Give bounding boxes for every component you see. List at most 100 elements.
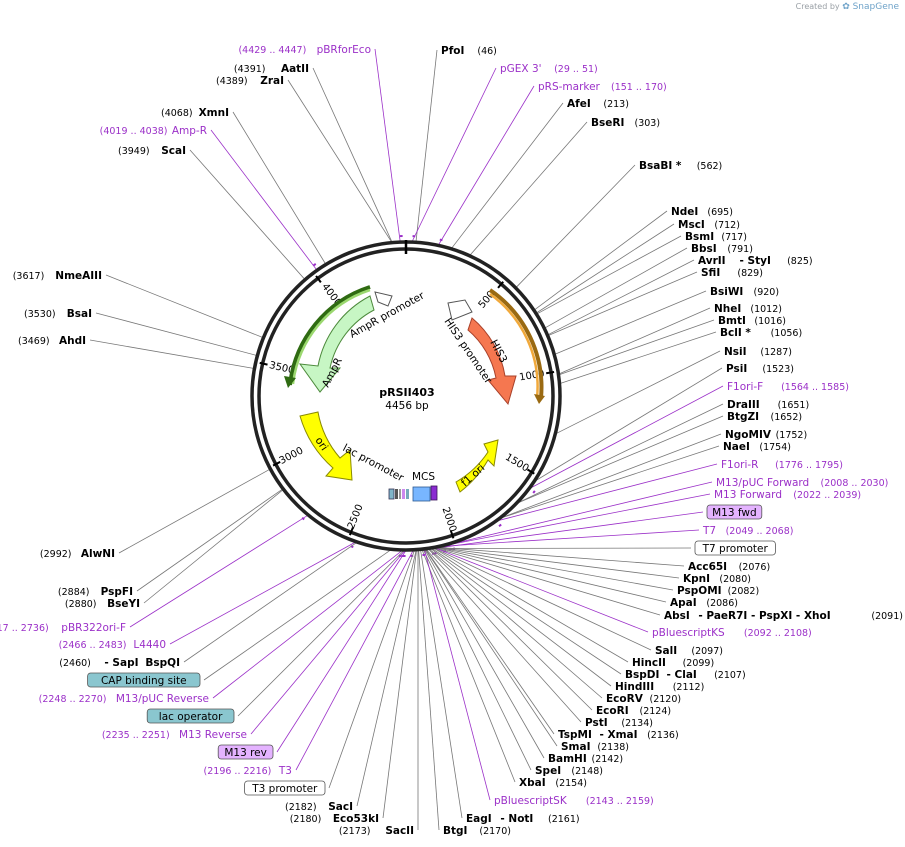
site-label-m13-forward[interactable]: M13 Forward(2022 .. 2039)	[714, 489, 861, 501]
site-label-m13-fwd[interactable]: M13 fwd	[706, 504, 763, 520]
site-label-bspqi[interactable]: BspQI- SapI(2460)	[59, 657, 180, 669]
site-label-aatii[interactable]: AatII(4391)	[234, 63, 309, 75]
site-label-scai[interactable]: ScaI(3949)	[118, 145, 186, 157]
site-label-bamhi[interactable]: BamHI(2142)	[548, 753, 623, 765]
enzyme-position: (3530)	[24, 309, 56, 320]
site-label-t3-promoter[interactable]: T3 promoter	[244, 780, 326, 796]
site-label-bmti[interactable]: BmtI(1016)	[718, 315, 786, 327]
site-label-apai[interactable]: ApaI(2086)	[670, 597, 738, 609]
site-label-bsai[interactable]: BsaI(3530)	[24, 308, 92, 320]
site-label-t7[interactable]: T7(2049 .. 2068)	[702, 525, 793, 537]
enzyme-position: (2170)	[479, 826, 511, 837]
site-label-alwni[interactable]: AlwNI(2992)	[40, 548, 115, 560]
site-label-pfoi[interactable]: PfoI(46)	[441, 45, 497, 57]
primer-site	[301, 516, 305, 521]
site-label-eagi[interactable]: EagI- NotI(2161)	[466, 813, 580, 825]
site-label-absi[interactable]: AbsI- PaeR7I - PspXI - XhoI(2091)	[664, 610, 903, 622]
enzyme-position: (2180)	[290, 814, 322, 825]
site-label-zrai[interactable]: ZraI(4389)	[216, 75, 284, 87]
site-label-sfii[interactable]: SfiI(829)	[701, 267, 763, 279]
enzyme-name: EcoRV	[606, 693, 644, 705]
enzyme-name: BtgZI	[727, 411, 759, 423]
site-label-eco53ki[interactable]: Eco53kI(2180)	[290, 813, 379, 825]
site-label-pbluescriptks[interactable]: pBluescriptKS(2092 .. 2108)	[652, 627, 812, 639]
site-label-l4440[interactable]: L4440(2466 .. 2483)	[59, 639, 166, 651]
enzyme-name: BamHI	[548, 753, 587, 765]
site-label-pbluescriptsk[interactable]: pBluescriptSK(2143 .. 2159)	[494, 795, 654, 807]
site-label-bbsi[interactable]: BbsI(791)	[691, 243, 753, 255]
site-label-pbr322ori-f[interactable]: pBR322ori-F(2717 .. 2736)	[0, 622, 126, 634]
leader-line	[287, 79, 392, 242]
site-label-lac-operator[interactable]: lac operator	[146, 708, 235, 724]
site-label-pspfi[interactable]: PspFI(2884)	[58, 586, 133, 598]
enzyme-name: Acc65I	[688, 561, 727, 573]
leader-line	[535, 367, 723, 481]
site-label-bseyi[interactable]: BseYI(2880)	[65, 598, 140, 610]
site-label-draiii[interactable]: DraIII(1651)	[727, 399, 809, 411]
site-label-avrii[interactable]: AvrII- StyI(825)	[698, 255, 813, 267]
site-label-m13-puc-reverse[interactable]: M13/pUC Reverse(2248 .. 2270)	[39, 693, 209, 705]
site-label-f1ori-f[interactable]: F1ori-F(1564 .. 1585)	[727, 381, 849, 393]
site-label-amp-r[interactable]: Amp-R(4019 .. 4038)	[100, 125, 207, 137]
site-label-ngomiv[interactable]: NgoMIV(1752)	[725, 429, 807, 441]
mcs-cluster	[388, 485, 438, 502]
site-label-btgzi[interactable]: BtgZI(1652)	[727, 411, 802, 423]
site-label-nmeaiii[interactable]: NmeAIII(3617)	[13, 270, 102, 282]
leader-line	[295, 550, 414, 771]
snapgene-logo: ✿ SnapGene	[842, 2, 899, 12]
site-label-f1ori-r[interactable]: F1ori-R(1776 .. 1795)	[721, 459, 843, 471]
site-label-ahdi[interactable]: AhdI(3469)	[18, 335, 86, 347]
site-label-afei[interactable]: AfeI(213)	[567, 98, 629, 110]
site-label-sali[interactable]: SalI(2097)	[655, 645, 723, 657]
leader-line	[420, 550, 463, 819]
site-label-t7-promoter[interactable]: T7 promoter	[694, 540, 776, 556]
site-labels[interactable]: pBRforEco(4429 .. 4447) AatII(4391)ZraI(4…	[0, 44, 903, 837]
primer-position: (2143 .. 2159)	[586, 796, 654, 807]
enzyme-position: (2138)	[597, 742, 629, 753]
site-label-bsabi[interactable]: BsaBI *(562)	[639, 160, 722, 172]
leader-line	[212, 550, 402, 699]
site-label-tspmi[interactable]: TspMI- XmaI(2136)	[558, 729, 679, 741]
site-label-spei[interactable]: SpeI(2148)	[535, 765, 603, 777]
site-label-cap-binding-site[interactable]: CAP binding site	[87, 672, 201, 688]
site-label-pgex-3[interactable]: pGEX 3'(29 .. 51)	[500, 63, 598, 75]
site-label-t3[interactable]: T3(2196 .. 2216)	[204, 765, 292, 777]
site-label-bsiwi[interactable]: BsiWI(920)	[710, 286, 779, 298]
leader-line	[424, 549, 545, 759]
site-label-saci[interactable]: SacI(2182)	[285, 801, 353, 813]
site-label-kpni[interactable]: KpnI(2080)	[683, 573, 751, 585]
leader-line	[545, 247, 688, 329]
site-label-msci[interactable]: MscI(712)	[678, 219, 740, 231]
site-label-hincii[interactable]: HincII(2099)	[632, 657, 714, 669]
tick-label: 2500	[346, 503, 366, 531]
site-label-ecori[interactable]: EcoRI(2124)	[596, 705, 671, 717]
site-label-nsii[interactable]: NsiI(1287)	[724, 346, 792, 358]
site-label-xmni[interactable]: XmnI(4068)	[161, 107, 229, 119]
site-label-ecorv[interactable]: EcoRV(2120)	[606, 693, 681, 705]
site-label-m13-rev[interactable]: M13 rev	[217, 744, 274, 760]
site-label-pbrforeco[interactable]: pBRforEco(4429 .. 4447)	[238, 44, 371, 56]
enzyme-position: (2097)	[691, 646, 723, 657]
site-label-m13-reverse[interactable]: M13 Reverse(2235 .. 2251)	[102, 729, 247, 741]
site-label-nhei[interactable]: NheI(1012)	[714, 303, 782, 315]
site-label-naei[interactable]: NaeI(1754)	[723, 441, 791, 453]
center-label: pRSII403 4456 bp	[379, 386, 434, 412]
site-label-bsmi[interactable]: BsmI(717)	[685, 231, 747, 243]
site-label-m13-puc-forward[interactable]: M13/pUC Forward(2008 .. 2030)	[716, 477, 888, 489]
site-label-pspomi[interactable]: PspOMI(2082)	[677, 585, 759, 597]
ampr-orf-arc	[288, 285, 371, 386]
site-label-bcli[interactable]: BclI *(1056)	[720, 327, 802, 339]
site-label-hindiii[interactable]: HindIII(2112)	[615, 681, 704, 693]
site-label-acc65i[interactable]: Acc65I(2076)	[688, 561, 770, 573]
site-label-btgi[interactable]: BtgI(2170)	[443, 825, 511, 837]
site-label-bseri[interactable]: BseRI(303)	[591, 117, 660, 129]
site-label-smai[interactable]: SmaI(2138)	[561, 741, 629, 753]
site-label-xbai[interactable]: XbaI(2154)	[519, 777, 587, 789]
site-label-psii[interactable]: PsiI(1523)	[726, 363, 794, 375]
site-label-psti[interactable]: PstI(2134)	[585, 717, 653, 729]
site-label-sacii[interactable]: SacII(2173)	[339, 825, 414, 837]
site-label-bspdi[interactable]: BspDI- ClaI(2107)	[625, 669, 746, 681]
site-label-ndei[interactable]: NdeI(695)	[671, 206, 733, 218]
site-label-prs-marker[interactable]: pRS-marker(151 .. 170)	[538, 81, 667, 93]
